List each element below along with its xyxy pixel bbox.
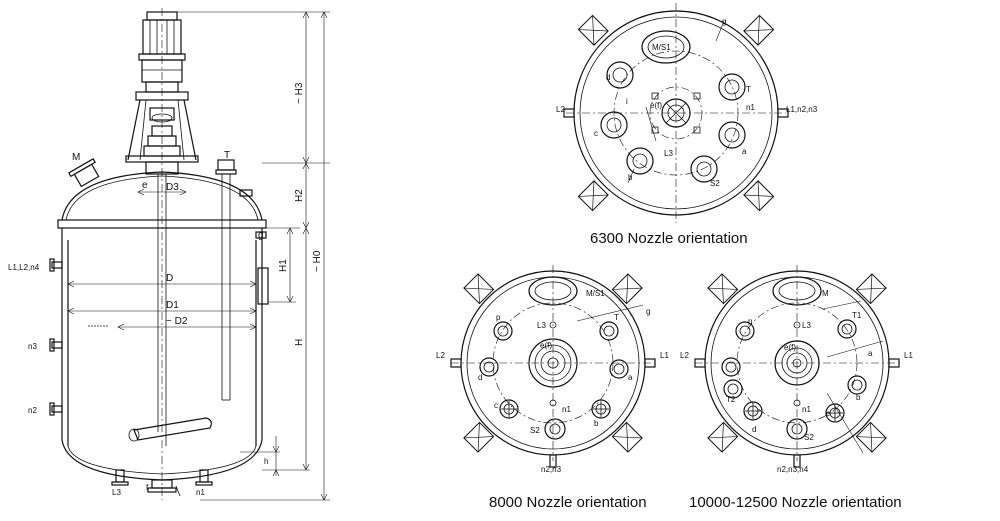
o2-label-a: a [628, 373, 633, 382]
o1-label-l1: L1,n2,n3 [786, 105, 818, 114]
label-n1: n1 [196, 488, 205, 497]
label-d3: D3 [166, 182, 179, 193]
o1-label-s2: S2 [710, 179, 720, 188]
o1-label-g: g [722, 17, 726, 26]
o2-label-bottom: n2,n3 [541, 465, 562, 474]
orientation-8000 [450, 265, 656, 468]
o3-label-t1: T1 [852, 311, 862, 320]
label-d2: ~ D2 [166, 316, 188, 327]
label-n2: n2 [28, 406, 37, 415]
o3-label-bottom: n2,n3,n4 [777, 465, 809, 474]
label-n3: n3 [28, 342, 37, 351]
o2-label-c: c [494, 401, 498, 410]
label-d: D [166, 273, 173, 284]
o2-label-s2: S2 [530, 426, 540, 435]
label-t: T [224, 150, 230, 161]
label-l3: L3 [112, 488, 121, 497]
o3-label-l2: L2 [680, 351, 689, 360]
o3-label-a: a [868, 349, 873, 358]
o2-label-l3: L3 [537, 321, 546, 330]
o2-label-n1: n1 [562, 405, 571, 414]
o1-label-ms: M/S1 [652, 43, 671, 52]
caption-6300: 6300 Nozzle orientation [590, 230, 748, 247]
o3-label-p: p [748, 317, 753, 326]
o1-label-n1: n1 [746, 103, 755, 112]
o2-label-g: g [646, 307, 650, 316]
label-m: M [72, 152, 80, 163]
caption-8000: 8000 Nozzle orientation [489, 494, 647, 511]
label-h: H [294, 339, 305, 346]
o1-label-t: T [746, 85, 751, 94]
o3-label-s2: S2 [804, 433, 814, 442]
o3-label-e: e(f) [784, 343, 796, 352]
o1-label-b: b [628, 173, 633, 182]
label-h-small: h [264, 457, 268, 466]
o1-label-c: c [594, 129, 598, 138]
o1-label-a: a [742, 147, 747, 156]
o2-label-t: T [614, 313, 619, 322]
o2-label-ms: M/S1 [586, 289, 605, 298]
o1-label-d: d [606, 73, 610, 82]
label-d1: D1 [166, 300, 179, 311]
o2-label-b: b [594, 419, 599, 428]
o3-label-c: c [826, 409, 830, 418]
o3-label-b: b [856, 393, 861, 402]
label-g: g [258, 230, 264, 241]
vessel-elevation [49, 8, 330, 501]
o1-label-e: e(f) [650, 101, 662, 110]
o3-label-l3: L3 [802, 321, 811, 330]
o3-label-d: d [752, 425, 756, 434]
orientation-6300 [563, 3, 789, 223]
o2-label-d: d [478, 373, 482, 382]
o3-label-n1: n1 [802, 405, 811, 414]
o1-label-l2: L2 [556, 105, 565, 114]
label-h0: ~ H0 [312, 250, 323, 272]
o3-label-l1: L1 [904, 351, 913, 360]
o2-label-l1: L1 [660, 351, 669, 360]
label-e: e [142, 180, 148, 191]
orientation-10000-12500 [694, 265, 900, 468]
caption-10000-12500: 10000-12500 Nozzle orientation [689, 494, 902, 511]
o2-label-l2: L2 [436, 351, 445, 360]
label-h2: H2 [294, 189, 305, 202]
label-l1-l2-n4: L1,L2,n4 [8, 263, 40, 272]
label-h1: H1 [278, 259, 289, 272]
label-h3: ~ H3 [294, 82, 305, 104]
label-f: f [146, 483, 149, 492]
o2-label-e: e(f) [540, 341, 552, 350]
o1-label-l3: L3 [664, 149, 673, 158]
o3-label-t2: T2 [726, 395, 736, 404]
o2-label-p: p [496, 313, 501, 322]
o1-label-i: i [626, 97, 628, 106]
o3-label-m: M [822, 289, 829, 298]
